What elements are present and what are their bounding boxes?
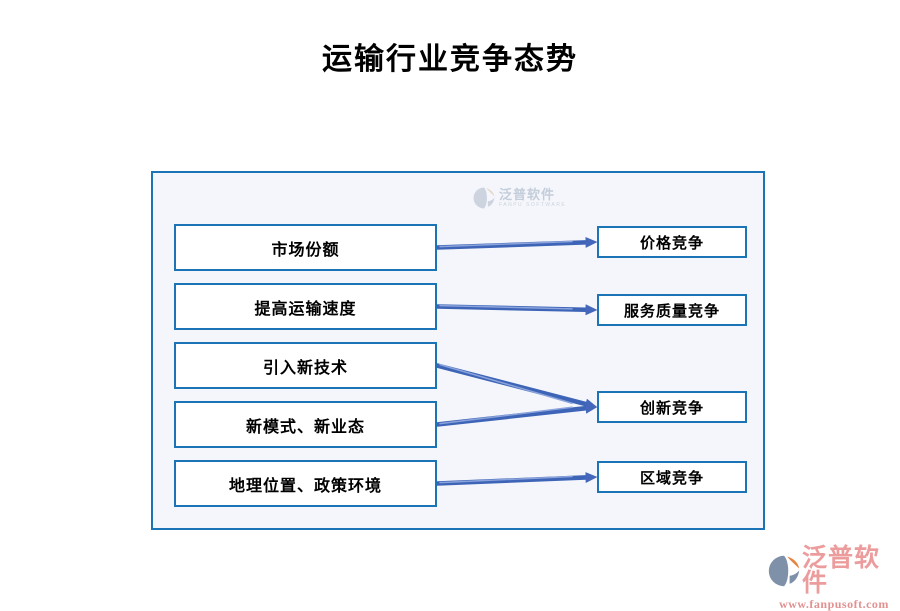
flow-box-new-models: 新模式、新业态 — [174, 401, 437, 448]
page-title: 运输行业竞争态势 — [322, 43, 578, 76]
flow-box-regional-competition: 区域竞争 — [597, 461, 747, 493]
flow-box-price-competition: 价格竞争 — [597, 226, 747, 258]
footer-brand-name: 泛普软件 — [802, 545, 881, 597]
flow-box-market-share: 市场份额 — [174, 224, 437, 271]
flow-box-new-technology: 引入新技术 — [174, 342, 437, 389]
diagram-canvas: 泛普软件 FANPU SOFTWARE 市场份额 提高运输速度 引入新技术 新模… — [151, 171, 765, 530]
fanpu-logo-icon — [768, 555, 800, 587]
fanpu-logo-icon — [473, 187, 495, 209]
watermark-name: 泛普软件 — [499, 187, 556, 202]
footer-logo: 泛普软件 www.fanpusoft.com — [768, 546, 900, 610]
watermark: 泛普软件 FANPU SOFTWARE — [473, 187, 566, 209]
flow-box-innovation-competition: 创新竞争 — [597, 391, 747, 423]
flow-box-transport-speed: 提高运输速度 — [174, 283, 437, 330]
flow-box-geo-policy: 地理位置、政策环境 — [174, 460, 437, 507]
watermark-subtitle: FANPU SOFTWARE — [499, 202, 567, 208]
flow-box-service-competition: 服务质量竞争 — [597, 294, 747, 326]
